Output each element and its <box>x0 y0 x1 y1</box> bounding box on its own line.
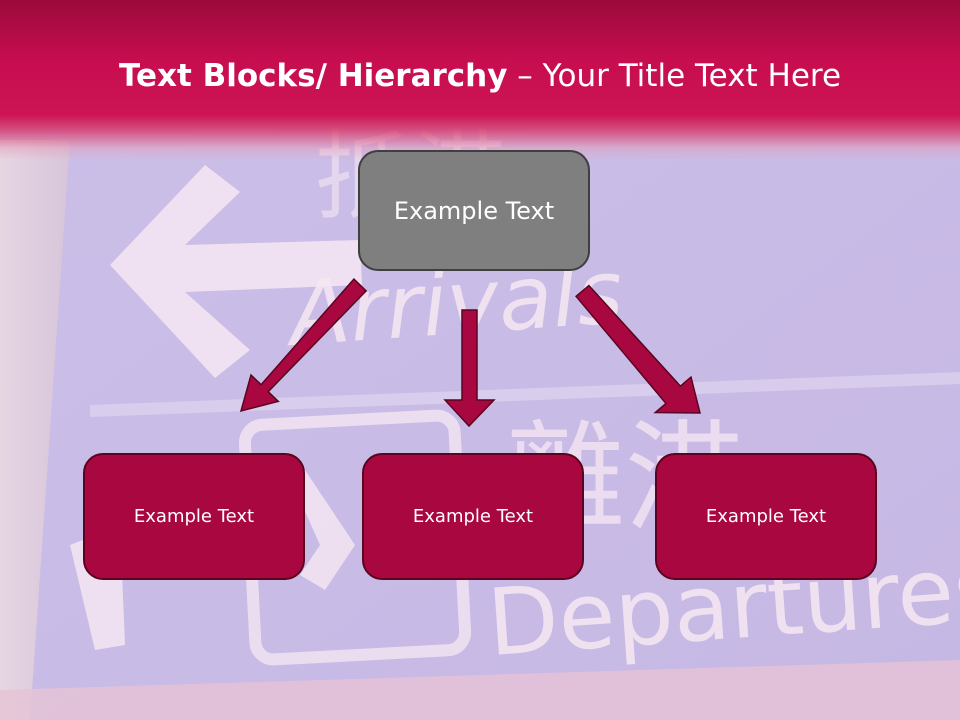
arrow-to-center-child <box>443 309 496 428</box>
sign-left-arrow-icon <box>110 165 362 378</box>
title-bold-part: Text Blocks/ Hierarchy <box>118 58 508 94</box>
hierarchy-child-label: Example Text <box>133 506 255 527</box>
hierarchy-root-box[interactable]: Example Text <box>358 150 590 271</box>
hierarchy-child-label: Example Text <box>412 506 534 527</box>
slide-title: Text Blocks/ Hierarchy – Your Title Text… <box>0 52 960 100</box>
title-rest-part: Your Title Text Here <box>542 58 842 94</box>
hierarchy-child-box-1[interactable]: Example Text <box>83 453 305 580</box>
arrow-to-left-child <box>239 278 368 413</box>
hierarchy-child-label: Example Text <box>705 506 827 527</box>
title-band <box>0 0 960 160</box>
arrow-to-right-child <box>575 284 701 414</box>
hierarchy-child-box-3[interactable]: Example Text <box>655 453 877 580</box>
title-dash: – <box>507 58 543 94</box>
hierarchy-child-box-2[interactable]: Example Text <box>362 453 584 580</box>
hierarchy-root-label: Example Text <box>393 196 555 225</box>
